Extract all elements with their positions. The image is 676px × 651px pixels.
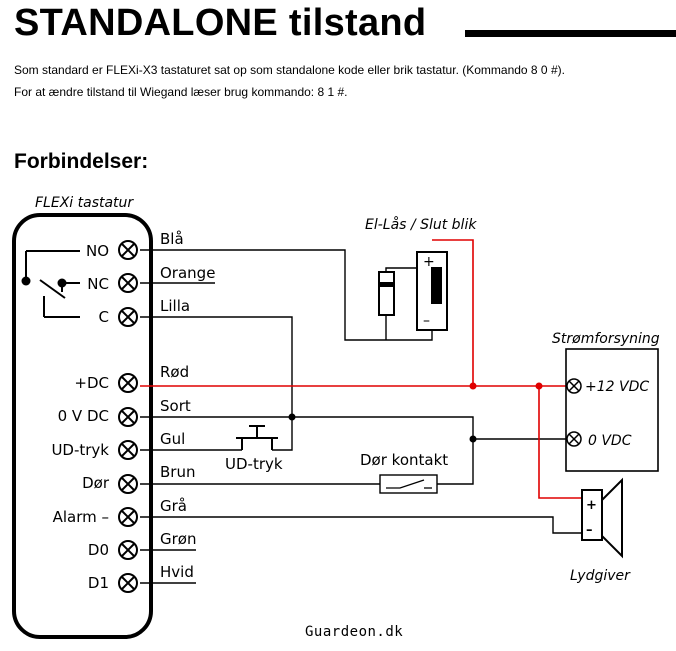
psu-plus-label: +12 VDC — [585, 379, 649, 395]
lock-label: El-Lås / Slut blik — [365, 216, 477, 233]
red-power-wires — [140, 239, 582, 499]
diode-body — [378, 271, 395, 316]
terminal-label-dor: Dør — [82, 474, 110, 492]
page-title: STANDALONE tilstand — [14, 2, 427, 44]
junction-dot-power — [535, 382, 543, 390]
screw-terminal-icon — [118, 373, 138, 393]
terminal-label-d0: D0 — [88, 541, 109, 559]
siren-horn — [601, 477, 623, 559]
push-button-symbol — [236, 425, 278, 450]
screw-terminal-icon — [118, 273, 138, 293]
lock-plus: + — [423, 254, 435, 270]
wire-label-sort: Sort — [160, 397, 191, 415]
junction-dot-power — [469, 382, 477, 390]
terminal-label-no: NO — [86, 242, 109, 260]
screw-terminal-icon — [118, 440, 138, 460]
lock-coil — [431, 267, 442, 304]
siren-minus: – — [586, 523, 593, 538]
screw-terminal-icon — [118, 540, 138, 560]
terminal-label-dc: +DC — [74, 374, 109, 392]
siren-label: Lydgiver — [570, 568, 631, 584]
intro-line-1: Som standard er FLEXi-X3 tastaturet sat … — [14, 63, 565, 77]
wire-label-gra: Grå — [160, 497, 187, 515]
psu-zero-label: 0 VDC — [588, 433, 632, 449]
door-contact-label: Dør kontakt — [360, 451, 448, 469]
screw-terminal-icon — [118, 240, 138, 260]
screw-terminal-icon — [118, 307, 138, 327]
door-contact-switch — [386, 479, 425, 489]
diode-band — [379, 282, 394, 287]
terminal-label-c: C — [99, 308, 109, 326]
screw-terminal-icon — [118, 407, 138, 427]
terminal-label-d1: D1 — [88, 574, 109, 592]
keypad-label: FLEXi tastatur — [35, 195, 134, 211]
psu-terminals — [566, 378, 582, 447]
wire-label-rod: Rød — [160, 363, 189, 381]
intro-line-2: For at ændre tilstand til Wiegand læser … — [14, 85, 348, 99]
wire-label-hvid: Hvid — [160, 563, 194, 581]
wire-label-gron: Grøn — [160, 530, 196, 548]
screw-terminal-icon — [118, 507, 138, 527]
wire-label-gul: Gul — [160, 430, 185, 448]
wire-label-bla: Blå — [160, 230, 184, 248]
psu-label: Strømforsyning — [552, 331, 660, 347]
siren-plus: + — [586, 498, 597, 513]
terminal-label-nc: NC — [87, 275, 109, 293]
wire-label-brun: Brun — [160, 463, 195, 481]
footer-brand: Guardeon.dk — [305, 624, 404, 640]
door-contact-body — [379, 474, 438, 494]
relay-contact-symbol — [25, 250, 80, 318]
relay-pivot-dot — [21, 276, 31, 286]
psu-box — [565, 348, 659, 472]
screw-terminals — [118, 240, 138, 593]
keypad-outline — [12, 213, 153, 639]
wire-label-orange: Orange — [160, 264, 215, 282]
black-wires — [140, 249, 582, 584]
push-button-label: UD-tryk — [225, 455, 283, 473]
wire-label-lilla: Lilla — [160, 297, 190, 315]
terminal-label-alarm: Alarm – — [53, 508, 109, 526]
screw-terminal-icon — [118, 474, 138, 494]
junction-dot — [288, 413, 296, 421]
lock-minus: – — [423, 313, 430, 329]
title-rule — [465, 30, 676, 37]
junction-dot — [469, 435, 477, 443]
terminal-label-ud-tryk: UD-tryk — [51, 441, 109, 459]
terminal-label-0vdc: 0 V DC — [58, 407, 109, 425]
relay-contact-dot — [57, 278, 67, 288]
screw-terminal-icon — [118, 573, 138, 593]
intro-text: Som standard er FLEXi-X3 tastaturet sat … — [14, 59, 565, 103]
section-heading: Forbindelser: — [14, 150, 149, 173]
